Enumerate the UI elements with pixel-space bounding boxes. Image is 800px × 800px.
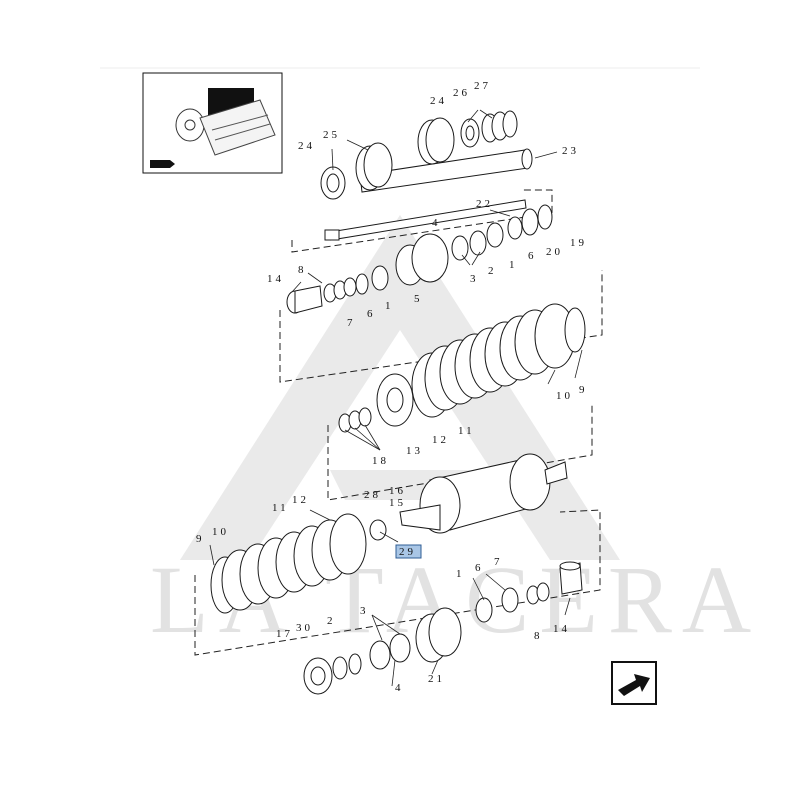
highlighted-ref-29[interactable]: 29 [395,544,422,559]
ref-label: 24 [430,95,447,107]
ref-label: 25 [323,129,340,141]
ref-label: 1 [456,568,465,580]
ref-label: 26 [453,87,470,99]
ref-label: 18 [372,455,389,467]
ref-label: 11 [272,502,289,514]
lower-gear-group [303,561,583,695]
ref-label: 9 [196,533,205,545]
ref-label: 4 [432,217,441,229]
ref-label: 1 [509,259,518,271]
ref-label: 16 [389,485,406,497]
clutch-pack-lower [210,513,367,614]
ref-label-29: 29 [399,546,416,558]
ref-label: 23 [562,145,579,157]
ref-label: 8 [298,264,307,276]
ref-label: 3 [470,273,479,285]
ref-label: 10 [556,390,573,402]
ref-label: 2 [488,265,497,277]
ref-label: 30 [296,622,313,634]
clutch-pack-upper [338,303,586,433]
ref-label: 17 [276,628,293,640]
reference-labels: 27 24 26 24 25 23 22 4 20 19 3 2 1 6 14 … [196,80,588,694]
ref-label: 11 [458,425,475,437]
ref-label: 4 [395,682,404,694]
central-drum [369,453,568,541]
ref-label: 20 [546,246,563,258]
ref-label: 7 [347,317,356,329]
ref-label: 21 [428,673,445,685]
ref-label: 19 [570,237,587,249]
ref-label: 22 [476,198,493,210]
ref-label: 28 [364,489,381,501]
locator-thumbnail [142,72,283,174]
next-page-icon[interactable] [611,661,657,705]
ref-label: 7 [494,556,503,568]
locator-arrow-icon [150,160,175,168]
second-gear-group [286,204,553,314]
ref-label: 5 [414,293,423,305]
upper-shaft-assembly [320,110,533,241]
ref-label: 1 [385,300,394,312]
ref-label: 12 [292,494,309,506]
ref-label: 2 [327,615,336,627]
ref-label: 12 [432,434,449,446]
ref-label: 8 [534,630,543,642]
ref-label: 14 [553,623,570,635]
ref-label: 15 [389,497,406,509]
ref-label: 9 [579,384,588,396]
ref-label: 24 [298,140,315,152]
ref-label: 3 [360,605,369,617]
ref-label: 6 [475,562,484,574]
leader-lines [209,109,583,687]
ref-label: 27 [474,80,491,92]
ref-label: 14 [267,273,284,285]
ref-label: 13 [406,445,423,457]
ref-label: 10 [212,526,229,538]
ref-label: 6 [528,250,537,262]
ref-label: 6 [367,308,376,320]
